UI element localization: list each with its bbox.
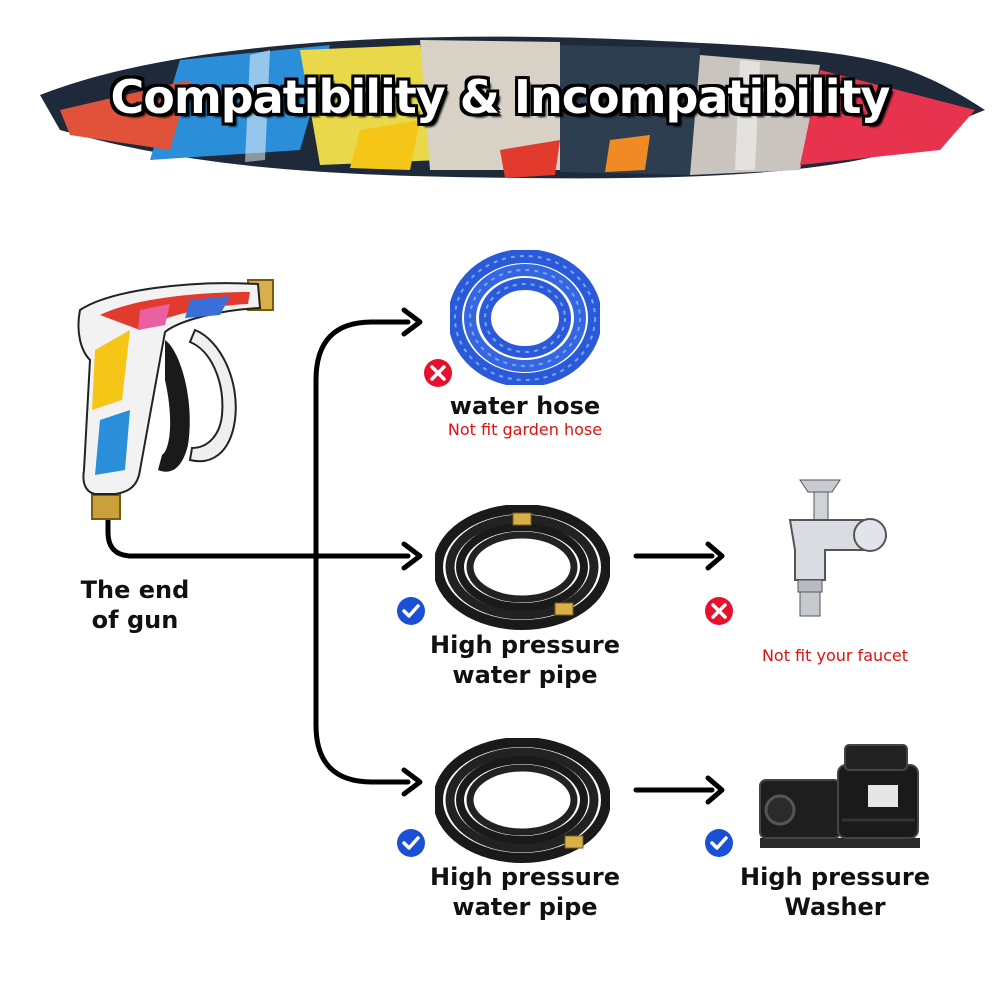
compatible-check-icon [397, 597, 425, 625]
gun-label-line-2: of gun [91, 606, 179, 634]
water-hose-note: Not fit garden hose [447, 420, 603, 439]
bottom-pipe-label-line-1: High pressure [430, 863, 620, 891]
compatible-check-icon [705, 829, 733, 857]
pressure-washer-image [759, 744, 920, 848]
high-pressure-pipe-image [435, 505, 610, 630]
incompatible-x-icon [705, 597, 733, 625]
compatible-check-icon [397, 829, 425, 857]
garden-hose-image [450, 250, 600, 385]
faucet-note: Not fit your faucet [761, 646, 909, 665]
page-title: Compatibility & Incompatibility [110, 70, 891, 124]
washer-label: High pressure Washer [730, 862, 940, 922]
high-pressure-pipe-image [435, 738, 610, 863]
washer-label-line-1: High pressure [740, 863, 930, 891]
bottom-pipe-label: High pressure water pipe [420, 862, 630, 922]
water-hose-label: water hose [449, 392, 601, 420]
faucet-image [788, 479, 887, 617]
gun-end-label: The end of gun [60, 575, 210, 635]
middle-pipe-label: High pressure water pipe [420, 630, 630, 690]
middle-pipe-label-line-1: High pressure [430, 631, 620, 659]
washer-label-line-2: Washer [784, 893, 886, 921]
graffiti-banner [40, 36, 985, 179]
spray-gun-image [77, 279, 274, 520]
bottom-pipe-label-line-2: water pipe [452, 893, 598, 921]
gun-to-pipe-connector [105, 497, 411, 559]
middle-pipe-label-line-2: water pipe [452, 661, 598, 689]
trunk-to-bottom-pipe-connector [313, 553, 411, 785]
gun-label-line-1: The end [80, 576, 190, 604]
incompatible-x-icon [424, 359, 452, 387]
trunk-to-hose-connector [313, 319, 411, 559]
